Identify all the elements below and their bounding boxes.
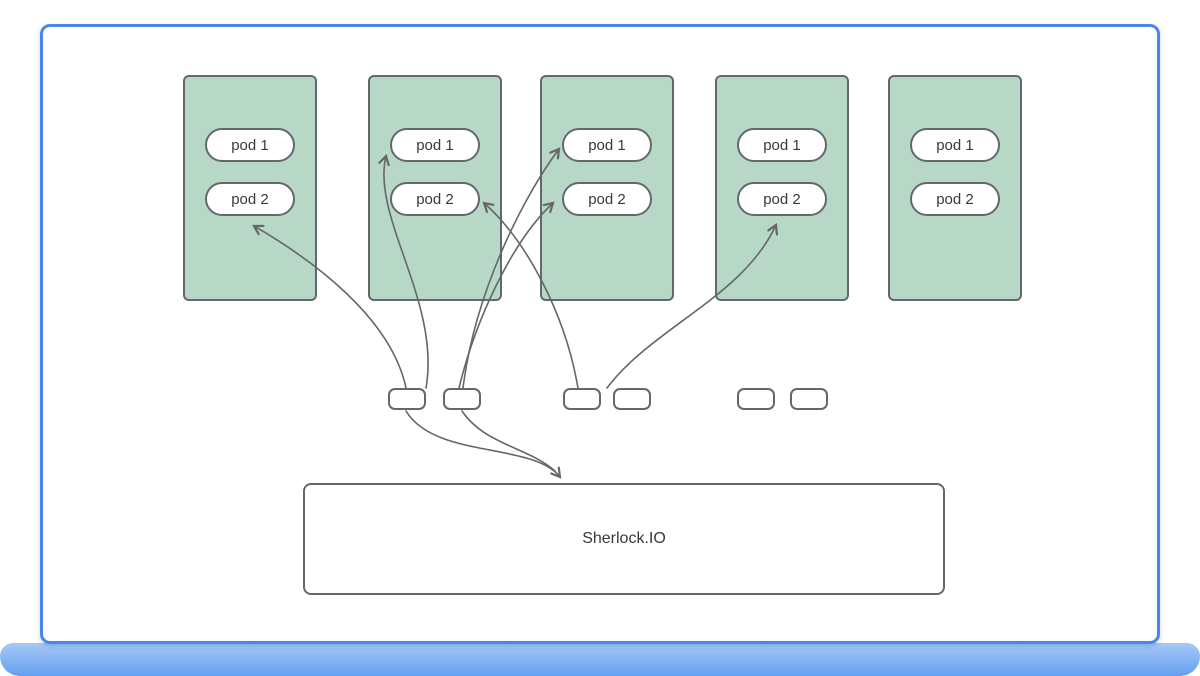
pod-pill: pod 2 bbox=[205, 182, 295, 216]
pod-pill: pod 2 bbox=[737, 182, 827, 216]
pod-label: pod 1 bbox=[936, 136, 974, 154]
pod-pill: pod 1 bbox=[562, 128, 652, 162]
pod-pill: pod 2 bbox=[390, 182, 480, 216]
pod-label: pod 1 bbox=[588, 136, 626, 154]
node-box-2: pod 1 pod 2 bbox=[368, 75, 502, 301]
line-to-sherlock bbox=[461, 410, 556, 472]
pod-pill: pod 1 bbox=[910, 128, 1000, 162]
bottom-accent-band bbox=[0, 643, 1200, 676]
node-box-4: pod 1 pod 2 bbox=[715, 75, 849, 301]
endpoint-box bbox=[443, 388, 481, 410]
pod-pill: pod 2 bbox=[562, 182, 652, 216]
endpoint-box bbox=[388, 388, 426, 410]
endpoint-box bbox=[790, 388, 828, 410]
node-box-1: pod 1 pod 2 bbox=[183, 75, 317, 301]
sherlock-io-box: Sherlock.IO bbox=[303, 483, 945, 595]
arrow-to-sherlock bbox=[405, 410, 562, 479]
node-box-5: pod 1 pod 2 bbox=[888, 75, 1022, 301]
endpoint-box bbox=[563, 388, 601, 410]
pod-label: pod 2 bbox=[416, 190, 454, 208]
endpoint-box bbox=[737, 388, 775, 410]
node-box-3: pod 1 pod 2 bbox=[540, 75, 674, 301]
pod-label: pod 2 bbox=[588, 190, 626, 208]
pod-label: pod 1 bbox=[763, 136, 801, 154]
pod-label: pod 1 bbox=[416, 136, 454, 154]
diagram-layer: pod 1 pod 2 pod 1 pod 2 pod 1 pod 2 pod … bbox=[43, 27, 1157, 641]
pod-label: pod 1 bbox=[231, 136, 269, 154]
pod-pill: pod 1 bbox=[737, 128, 827, 162]
pod-pill: pod 2 bbox=[910, 182, 1000, 216]
pod-label: pod 2 bbox=[231, 190, 269, 208]
service-label: Sherlock.IO bbox=[582, 530, 666, 547]
pod-pill: pod 1 bbox=[390, 128, 480, 162]
slide-canvas: pod 1 pod 2 pod 1 pod 2 pod 1 pod 2 pod … bbox=[40, 24, 1160, 644]
pod-label: pod 2 bbox=[936, 190, 974, 208]
endpoint-box bbox=[613, 388, 651, 410]
pod-pill: pod 1 bbox=[205, 128, 295, 162]
pod-label: pod 2 bbox=[763, 190, 801, 208]
